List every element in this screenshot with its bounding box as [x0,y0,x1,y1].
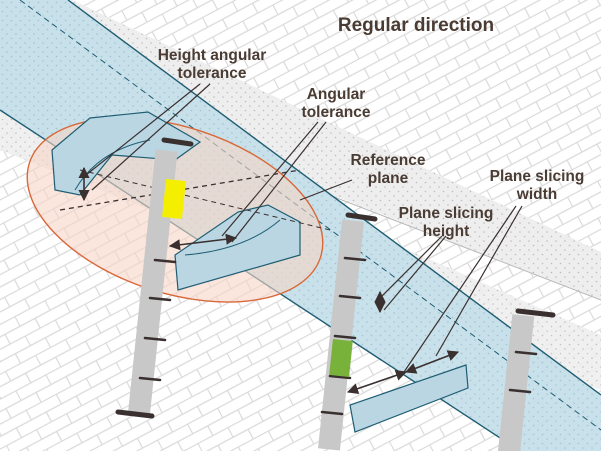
highlight-segment-icon [162,179,186,219]
label-plane-slicing-height-line2: height [423,223,470,240]
label-angular-tolerance-line1: Angular [307,86,366,103]
label-height-angular-tolerance-line1: Height angular [158,47,267,64]
dimension-arrow-icon [78,166,460,395]
label-reference-plane-line2: plane [368,170,409,187]
label-plane-slicing-width-line2: width [516,186,557,203]
leader-lines [85,83,523,373]
label-plane-slicing-height-line1: Plane slicing [399,205,494,222]
lower-wedge-block [174,204,301,291]
label-angular-tolerance-line2: tolerance [302,104,371,121]
borehole-ticks [115,137,556,419]
slicing-block [349,364,469,433]
angular-plane-line [79,169,331,231]
label-plane-slicing-width-line1: Plane slicing [490,168,585,185]
label-reference-plane-line1: Reference [351,152,426,169]
label-height-angular-tolerance-line2: tolerance [178,65,247,82]
highlight-segment-icon [329,339,353,377]
diagram-title: Regular direction [338,15,494,36]
lower-wedge-arc [184,219,281,256]
